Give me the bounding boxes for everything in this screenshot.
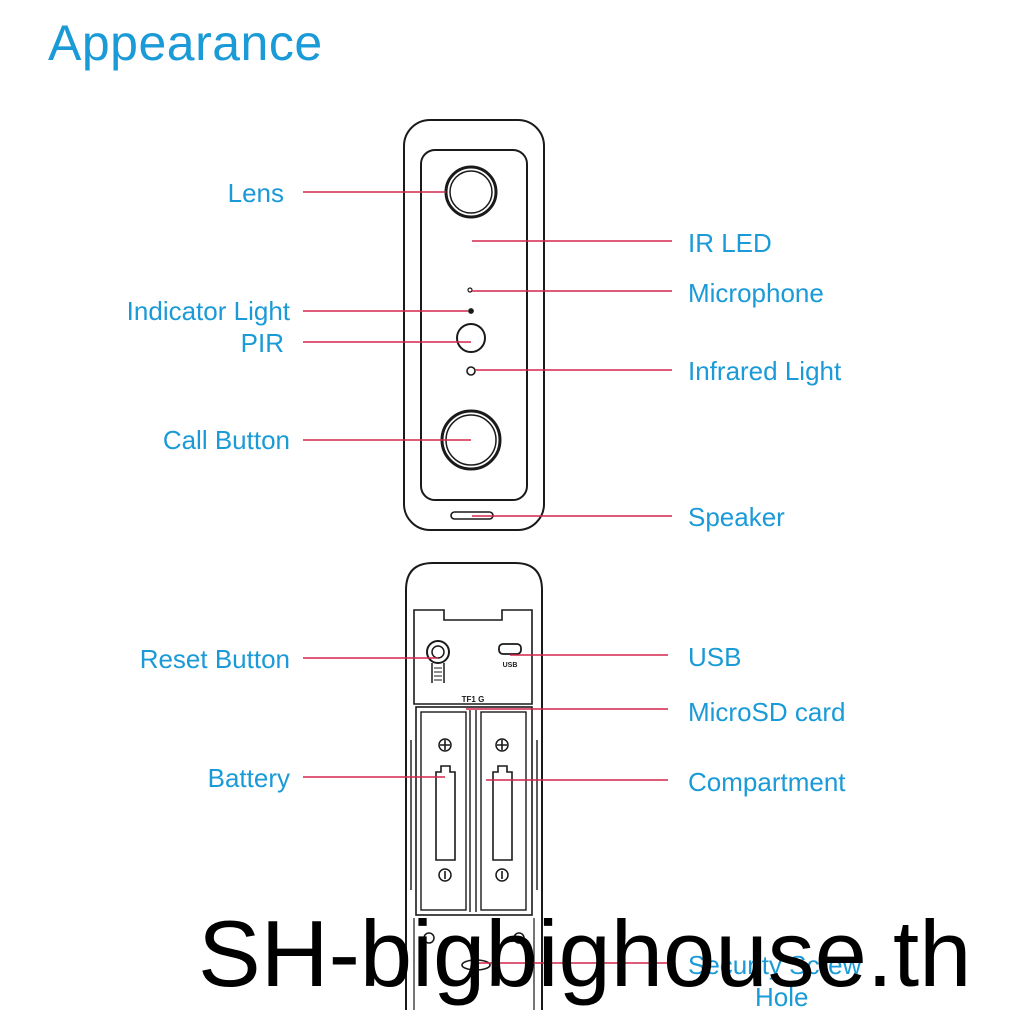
label-usb: USB — [688, 642, 742, 672]
label-security-screw-line1: Security Screw — [688, 950, 862, 980]
label-reset-button: Reset Button — [139, 644, 290, 674]
upper-compartment — [413, 609, 533, 705]
label-compartment: Compartment — [688, 767, 846, 797]
leader-lines — [303, 191, 672, 964]
security-screw-hole-icon — [461, 959, 491, 971]
label-call-button: Call Button — [162, 425, 290, 455]
label-infrared-light: Infrared Light — [688, 356, 842, 386]
minus-marker-right — [495, 868, 509, 882]
battery-slot-left — [420, 711, 467, 911]
watermark: SH-bigbighouse.th — [198, 901, 972, 1006]
front-view — [403, 119, 545, 531]
label-ir-led: IR LED — [688, 228, 772, 258]
label-microphone: Microphone — [688, 278, 824, 308]
battery-cell-left — [435, 765, 456, 861]
infrared-light-icon — [466, 366, 476, 376]
battery-cell-right — [492, 765, 513, 861]
indicator-light-icon — [468, 308, 474, 314]
plus-marker-left — [438, 738, 452, 752]
usb-port-marking: USB — [503, 662, 518, 669]
page-title: Appearance — [48, 15, 323, 71]
back-view — [405, 562, 543, 1010]
usb-port-icon — [498, 643, 522, 655]
label-battery: Battery — [207, 763, 290, 793]
label-lens: Lens — [227, 178, 284, 208]
label-speaker: Speaker — [688, 502, 785, 532]
sd-slot-marking: TF1 G — [462, 695, 485, 704]
microphone-icon — [467, 287, 473, 293]
battery-slot-right — [480, 711, 527, 911]
screw-left — [423, 932, 435, 944]
minus-marker-left — [438, 868, 452, 882]
label-microsd-card: MicroSD card — [688, 697, 846, 727]
label-pir: PIR — [240, 328, 284, 358]
front-panel-inner — [420, 149, 528, 501]
pir-icon — [456, 323, 486, 353]
back-housing-outer — [405, 562, 543, 1010]
lens-icon — [444, 165, 498, 219]
plus-marker-right — [495, 738, 509, 752]
label-indicator-light: Indicator Light — [126, 296, 290, 326]
reset-button-icon — [426, 640, 450, 664]
front-housing-outer — [403, 119, 545, 531]
battery-compartment — [415, 706, 533, 916]
label-security-screw-line2: Hole — [755, 982, 809, 1012]
screw-right — [513, 932, 525, 944]
